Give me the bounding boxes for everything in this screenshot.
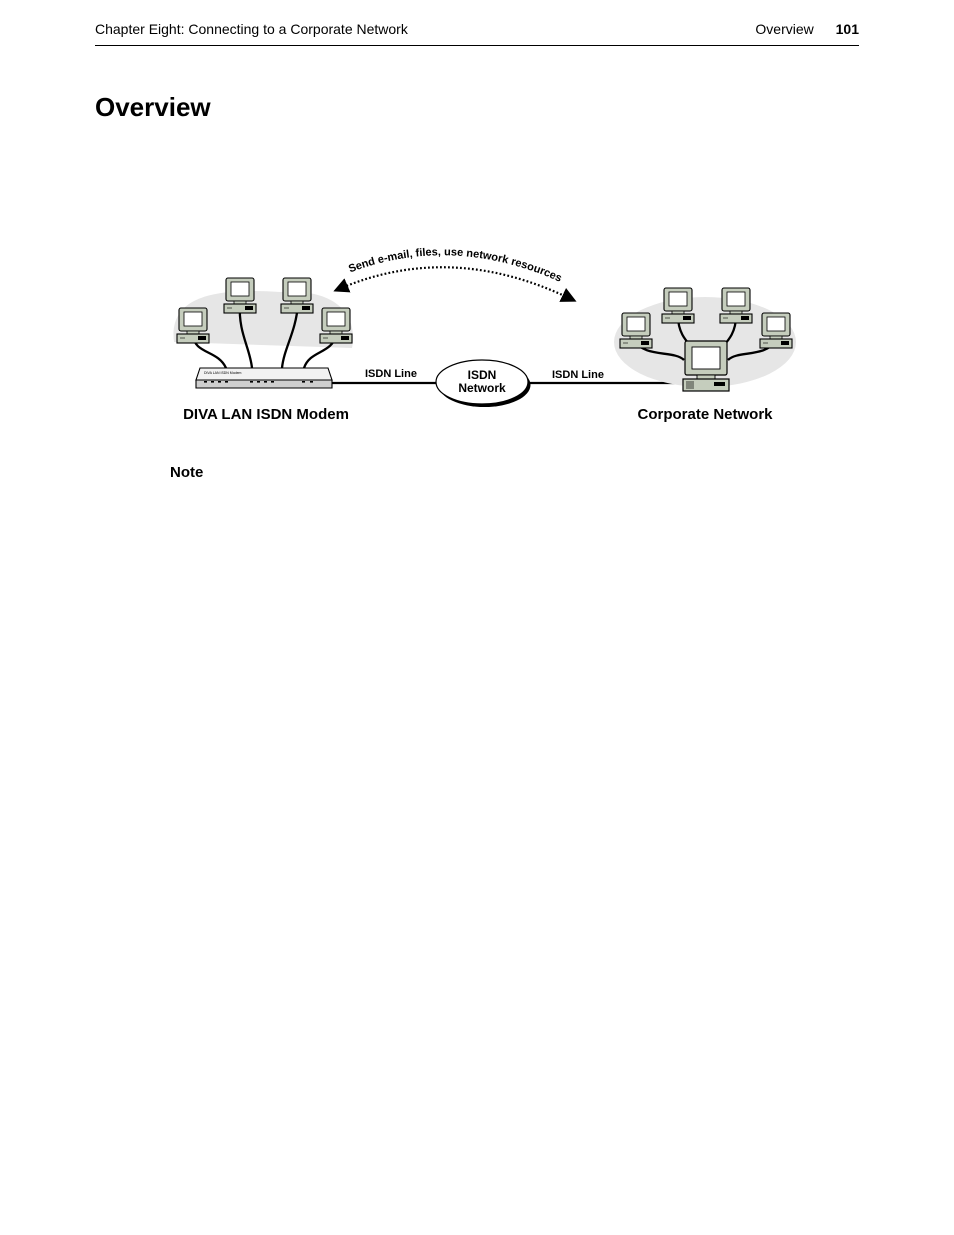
- modem-brand-label: DIVA LAN ISDN Modem: [204, 371, 242, 375]
- corporate-pc-icon: [661, 287, 695, 324]
- isdn-network-cloud: ISDN Network: [435, 359, 531, 407]
- corporate-pc-icon: [619, 312, 653, 349]
- isdn-line-right-label: ISDN Line: [552, 369, 604, 381]
- chapter-title: Chapter Eight: Connecting to a Corporate…: [95, 21, 408, 37]
- note-label: Note: [170, 464, 204, 481]
- corporate-pc-icon: [759, 312, 793, 349]
- isdn-cloud-label-line2: Network: [458, 381, 506, 395]
- client-pc-icon: [280, 277, 314, 314]
- page-number: 101: [835, 21, 859, 37]
- communication-arc: [333, 266, 577, 302]
- diva-modem-icon: DIVA LAN ISDN Modem: [195, 367, 333, 389]
- arc-label: Send e-mail, files, use network resource…: [347, 246, 564, 284]
- corporate-server-icon: [682, 340, 730, 392]
- section-name: Overview: [755, 21, 814, 37]
- header-right: Overview 101: [755, 21, 859, 37]
- page-header: Chapter Eight: Connecting to a Corporate…: [95, 21, 859, 46]
- page-title: Overview: [95, 92, 211, 122]
- isdn-cloud-label-line1: ISDN: [468, 368, 497, 382]
- client-pc-icon: [176, 307, 210, 344]
- network-diagram: DIVA LAN ISDN Modem ISDN Line ISDN Line …: [160, 200, 810, 445]
- corporate-pc-icon: [719, 287, 753, 324]
- client-pc-icon: [319, 307, 353, 344]
- right-caption: Corporate Network: [637, 406, 773, 423]
- isdn-line-left-label: ISDN Line: [365, 368, 417, 380]
- left-caption: DIVA LAN ISDN Modem: [183, 406, 349, 423]
- client-pc-icon: [223, 277, 257, 314]
